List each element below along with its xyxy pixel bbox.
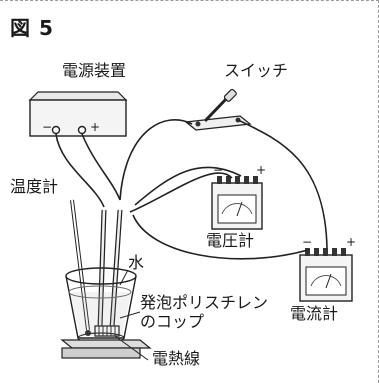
wires bbox=[55, 119, 328, 260]
heater-label: 電熱線 bbox=[152, 349, 201, 368]
switch-label: スイッチ bbox=[224, 61, 289, 80]
voltmeter-plus-label: + bbox=[256, 163, 267, 177]
leader-lines bbox=[114, 269, 149, 361]
power-minus-terminal bbox=[51, 125, 61, 135]
dashed-border-top bbox=[0, 0, 379, 1]
power-supply bbox=[28, 91, 128, 137]
base-stand bbox=[60, 339, 152, 359]
power-plus-terminal bbox=[77, 125, 87, 135]
ammeter-device bbox=[299, 248, 353, 302]
ammeter-plus-label: + bbox=[346, 235, 357, 249]
cup-label-line1: 発泡ポリスチレン bbox=[140, 293, 269, 312]
voltmeter-label: 電圧計 bbox=[206, 231, 255, 250]
power-supply-label: 電源装置 bbox=[62, 61, 127, 80]
ammeter-label: 電流計 bbox=[290, 304, 339, 323]
figure-label: 図 5 bbox=[10, 16, 54, 40]
ammeter-minus-label: − bbox=[302, 235, 313, 249]
power-plus-label: + bbox=[90, 120, 101, 134]
foam-cup bbox=[65, 267, 137, 344]
switch-device bbox=[184, 88, 252, 131]
voltmeter-minus-label: − bbox=[213, 163, 224, 177]
power-minus-label: − bbox=[42, 120, 53, 134]
cup-label-line2: のコップ bbox=[140, 312, 205, 331]
thermometer-label: 温度計 bbox=[10, 177, 59, 196]
water-label: 水 bbox=[128, 253, 145, 272]
voltmeter-device bbox=[211, 176, 263, 230]
